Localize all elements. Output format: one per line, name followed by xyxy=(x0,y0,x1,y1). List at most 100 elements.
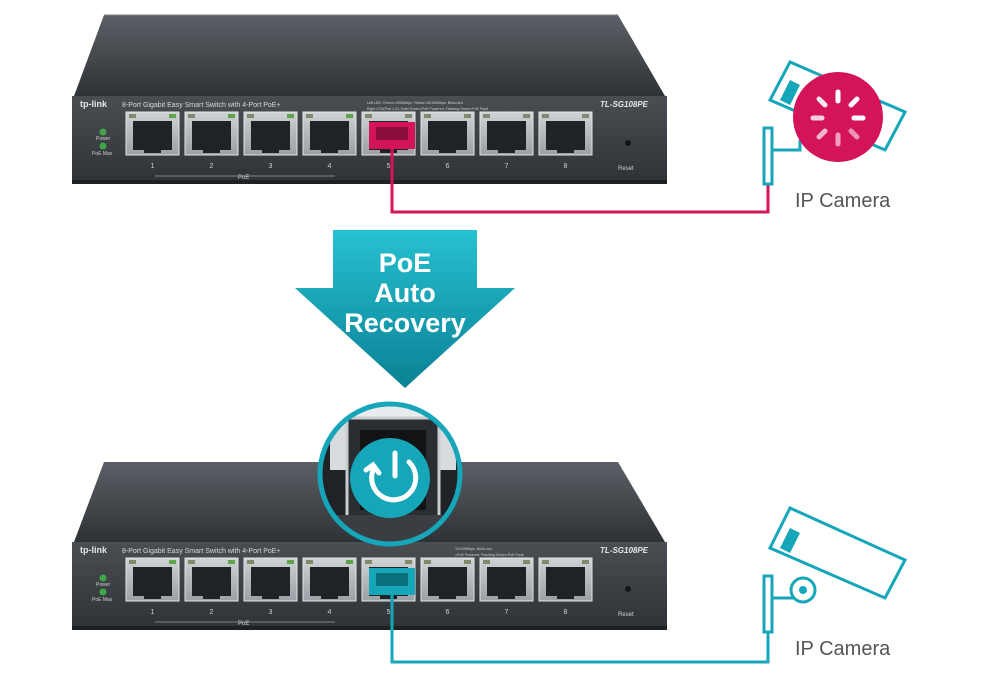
port-link-led xyxy=(365,114,372,118)
poe-auto-recovery-arrow: PoE Auto Recovery xyxy=(295,230,515,388)
port-poe-led xyxy=(169,114,176,118)
reset-label: Reset xyxy=(618,166,634,172)
camera-body-icon xyxy=(767,506,908,600)
port-number: 4 xyxy=(328,163,332,170)
model-name: TL-SG108PE xyxy=(600,546,649,555)
ethernet-port-2[interactable]: 2 xyxy=(184,111,239,170)
led-legend-2: =PoE Powered, Flashing Green=PoE Fault xyxy=(455,553,524,557)
port-number: 1 xyxy=(151,609,155,616)
port-link-led xyxy=(247,560,254,564)
port-poe-led xyxy=(523,114,530,118)
ethernet-port-8[interactable]: 8 xyxy=(538,111,593,170)
port-link-led xyxy=(247,114,254,118)
port-number: 5 xyxy=(387,163,391,170)
ip-camera-label-top: IP Camera xyxy=(795,190,891,212)
recovered-cable xyxy=(390,595,770,664)
port-poe-led xyxy=(405,560,412,564)
port-link-led xyxy=(129,114,136,118)
poe-max-label: PoE Max xyxy=(92,151,113,157)
ethernet-port-7[interactable]: 7 xyxy=(479,557,534,616)
port-number: 3 xyxy=(269,609,273,616)
port-poe-led xyxy=(169,560,176,564)
port-poe-led xyxy=(228,114,235,118)
port-number: 1 xyxy=(151,163,155,170)
port-poe-led xyxy=(582,114,589,118)
port-poe-led xyxy=(464,114,471,118)
port-poe-led xyxy=(228,560,235,564)
port-poe-led xyxy=(287,560,294,564)
ethernet-port-7[interactable]: 7 xyxy=(479,111,534,170)
port-poe-led xyxy=(405,114,412,118)
port-link-led xyxy=(188,114,195,118)
port-poe-led xyxy=(346,560,353,564)
port-number: 2 xyxy=(210,163,214,170)
ethernet-port-2[interactable]: 2 xyxy=(184,557,239,616)
camera-fault-badge xyxy=(793,72,883,162)
port-number: 5 xyxy=(387,609,391,616)
ip-camera-label-bottom: IP Camera xyxy=(795,638,891,660)
loading-spinner-icon xyxy=(810,89,866,147)
port-row: 1 2 3 4 5 6 7 8 xyxy=(125,111,593,170)
brand-logo: tp-link xyxy=(80,545,108,555)
port-link-led xyxy=(542,560,549,564)
port-poe-led xyxy=(523,560,530,564)
port-link-led xyxy=(424,560,431,564)
power-label: Power xyxy=(96,136,111,142)
switch-description: 8-Port Gigabit Easy Smart Switch with 4-… xyxy=(122,102,281,109)
ethernet-port-4[interactable]: 4 xyxy=(302,557,357,616)
arrow-label-line-1: PoE xyxy=(379,248,432,278)
port-link-led xyxy=(306,560,313,564)
ethernet-port-3[interactable]: 3 xyxy=(243,111,298,170)
led-legend-2: Right LED(Port 1-4): Solid Green=PoE Pow… xyxy=(367,107,488,111)
arrow-label-line-2: Auto xyxy=(374,278,435,308)
ip-camera-top xyxy=(762,60,908,186)
fault-cable xyxy=(390,149,770,214)
port-poe-led xyxy=(346,114,353,118)
model-name: TL-SG108PE xyxy=(600,100,649,109)
poe-max-label: PoE Max xyxy=(92,597,113,603)
port-poe-led xyxy=(582,560,589,564)
ethernet-port-1[interactable]: 1 xyxy=(125,111,180,170)
port-poe-led xyxy=(287,114,294,118)
reset-button[interactable] xyxy=(625,586,631,592)
port-link-led xyxy=(483,560,490,564)
port-poe-led xyxy=(464,560,471,564)
port-number: 7 xyxy=(505,163,509,170)
ip-camera-bottom xyxy=(762,506,908,634)
ethernet-port-8[interactable]: 8 xyxy=(538,557,593,616)
led-legend-1: Left LED: Green=1000Mbps, Yellow=10/100M… xyxy=(367,101,463,105)
port-number: 8 xyxy=(564,609,568,616)
poe-group-label: PoE xyxy=(238,175,249,181)
ethernet-port-1[interactable]: 1 xyxy=(125,557,180,616)
port-link-led xyxy=(306,114,313,118)
ethernet-port-6[interactable]: 6 xyxy=(420,557,475,616)
port-number: 6 xyxy=(446,163,450,170)
switch-top: tp-link 8-Port Gigabit Easy Smart Switch… xyxy=(72,14,667,184)
port-number: 2 xyxy=(210,609,214,616)
port-link-led xyxy=(424,114,431,118)
power-label: Power xyxy=(96,582,111,588)
reset-label: Reset xyxy=(618,612,634,618)
ethernet-port-6[interactable]: 6 xyxy=(420,111,475,170)
reset-button[interactable] xyxy=(625,140,631,146)
switch-top-lid xyxy=(74,15,665,96)
port-link-led xyxy=(129,560,136,564)
recovery-badge xyxy=(350,438,430,518)
led-legend-1: 10/100Mbps, Blink=Act xyxy=(455,547,492,551)
arrow-label-line-3: Recovery xyxy=(344,308,466,338)
port-number: 7 xyxy=(505,609,509,616)
port-link-led xyxy=(188,560,195,564)
poe-max-led xyxy=(99,142,107,150)
poe-max-led xyxy=(99,588,107,596)
ethernet-port-3[interactable]: 3 xyxy=(243,557,298,616)
poe-group-label: PoE xyxy=(238,621,249,627)
port-number: 4 xyxy=(328,609,332,616)
port-link-led xyxy=(483,114,490,118)
power-led xyxy=(99,574,107,582)
ethernet-port-4[interactable]: 4 xyxy=(302,111,357,170)
switch-description: 8-Port Gigabit Easy Smart Switch with 4-… xyxy=(122,548,281,555)
port-number: 8 xyxy=(564,163,568,170)
port-link-led xyxy=(365,560,372,564)
